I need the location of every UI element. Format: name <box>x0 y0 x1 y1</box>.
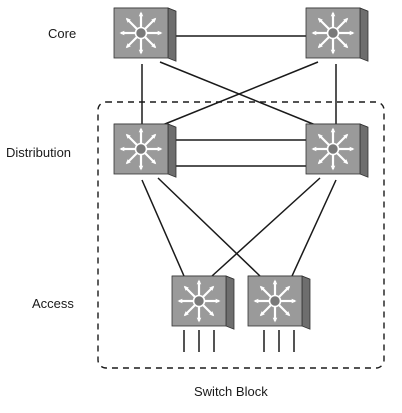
core-switch-right <box>305 7 369 62</box>
multilayer-switch-icon <box>119 11 163 55</box>
multilayer-switch-icon <box>119 127 163 171</box>
access-tier-label: Access <box>32 296 74 311</box>
switch-block-boundary <box>97 101 385 369</box>
access-switch-left <box>171 275 235 330</box>
multilayer-switch-icon <box>311 11 355 55</box>
switches <box>113 7 369 330</box>
multilayer-switch-icon <box>253 279 297 323</box>
multilayer-switch-icon <box>311 127 355 171</box>
core-tier-label: Core <box>48 26 77 41</box>
distribution-switch-left <box>113 123 177 178</box>
distribution-switch-right <box>305 123 369 178</box>
link-dist-left-access-right <box>157 177 261 277</box>
link-dist-right-access-left <box>211 177 321 277</box>
link-dist-left-access-left <box>141 179 185 277</box>
link-core-right-dist-left <box>159 61 319 127</box>
core-switch-left <box>113 7 177 62</box>
access-switch-right <box>247 275 311 330</box>
link-dist-right-access-right <box>291 179 337 277</box>
distribution-tier-label: Distribution <box>6 145 72 160</box>
multilayer-switch-icon <box>177 279 221 323</box>
links <box>141 35 337 352</box>
switch-block-label: Switch Block <box>194 384 268 399</box>
